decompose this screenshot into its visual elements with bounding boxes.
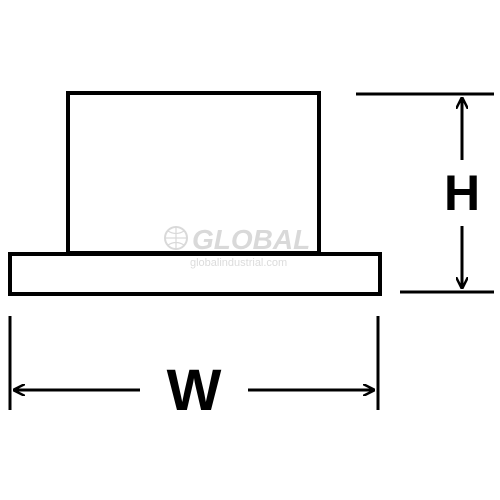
watermark: GLOBAL globalindustrial.com — [164, 224, 310, 269]
watermark-brand: GLOBAL — [192, 224, 310, 255]
part-flange-outline — [8, 252, 382, 296]
width-label: W — [167, 358, 222, 423]
watermark-url: globalindustrial.com — [190, 257, 287, 269]
height-label: H — [444, 165, 480, 221]
